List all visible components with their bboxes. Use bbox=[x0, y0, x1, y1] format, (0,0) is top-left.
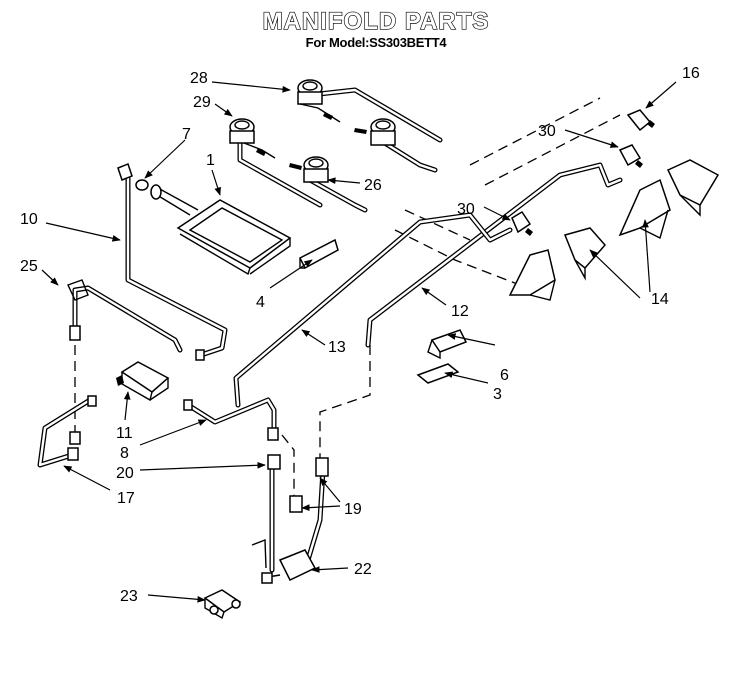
valve-17 bbox=[626, 109, 655, 132]
orifice-holder-16b bbox=[618, 178, 671, 240]
model-subtitle: For Model:SS303BETT4 bbox=[305, 35, 447, 50]
callout-11: 17 bbox=[117, 490, 135, 507]
callout-4: 4 bbox=[256, 294, 265, 311]
callout-28: 28 bbox=[190, 70, 208, 87]
gas-tube-19 bbox=[305, 467, 326, 563]
callout-13: 13 bbox=[328, 339, 346, 356]
main-manifold-pipe bbox=[365, 162, 623, 348]
callout-7: 7 bbox=[182, 126, 191, 143]
orifice-holder-16c bbox=[563, 227, 606, 281]
callout-19: 19 bbox=[344, 501, 362, 518]
gas-tube-10 bbox=[125, 175, 228, 359]
pressure-regulator-1 bbox=[150, 184, 292, 276]
callout-12: 12 bbox=[451, 303, 469, 320]
callout-6: 6 bbox=[500, 367, 509, 384]
bracket-6 bbox=[427, 329, 468, 360]
valve-14 bbox=[116, 361, 170, 402]
callout-17: 16 bbox=[682, 65, 700, 82]
dashed-centerlines bbox=[74, 97, 621, 570]
gas-tube-8 bbox=[185, 397, 277, 435]
fitting-7 bbox=[117, 163, 149, 191]
callout-16: 14 bbox=[651, 291, 669, 308]
gas-tube-11 bbox=[37, 397, 93, 468]
burner-valve-26 bbox=[289, 156, 329, 183]
connectors bbox=[67, 325, 329, 513]
callout-30b: 30 bbox=[457, 201, 475, 218]
burner-valve-29 bbox=[229, 118, 276, 159]
valve-30-upper bbox=[618, 144, 643, 168]
valve-30-lower bbox=[511, 210, 533, 236]
callout-3: 3 bbox=[493, 386, 502, 403]
callout-22: 22 bbox=[354, 561, 372, 578]
callout-14: 11 bbox=[116, 425, 133, 442]
gas-tube-25 bbox=[67, 279, 183, 353]
plate-3 bbox=[416, 363, 460, 384]
gas-tube-13 bbox=[233, 212, 513, 408]
orifice-holder-16d bbox=[508, 249, 556, 301]
callout-23: 23 bbox=[120, 588, 138, 605]
callout-8: 8 bbox=[120, 445, 129, 462]
callout-30a: 30 bbox=[538, 123, 556, 140]
callout-25: 25 bbox=[20, 258, 38, 275]
callout-26: 26 bbox=[364, 177, 382, 194]
callout-10: 10 bbox=[20, 211, 38, 228]
callout-20: 20 bbox=[116, 465, 134, 482]
orifice-holder-16a bbox=[666, 159, 720, 217]
page-title: MANIFOLD PARTS bbox=[262, 7, 490, 35]
valve-22 bbox=[251, 538, 317, 584]
valve-23 bbox=[203, 589, 242, 620]
callout-1: 1 bbox=[206, 152, 215, 169]
burner-valve-28 bbox=[297, 79, 341, 123]
callout-labels: 28 29 7 1 10 25 4 6 3 26 14 16 30 30 12 … bbox=[20, 65, 700, 605]
leader-lines bbox=[41, 81, 677, 603]
burner-valve-center bbox=[354, 118, 396, 146]
burner-tubes bbox=[237, 87, 443, 213]
callout-29: 29 bbox=[193, 94, 211, 111]
